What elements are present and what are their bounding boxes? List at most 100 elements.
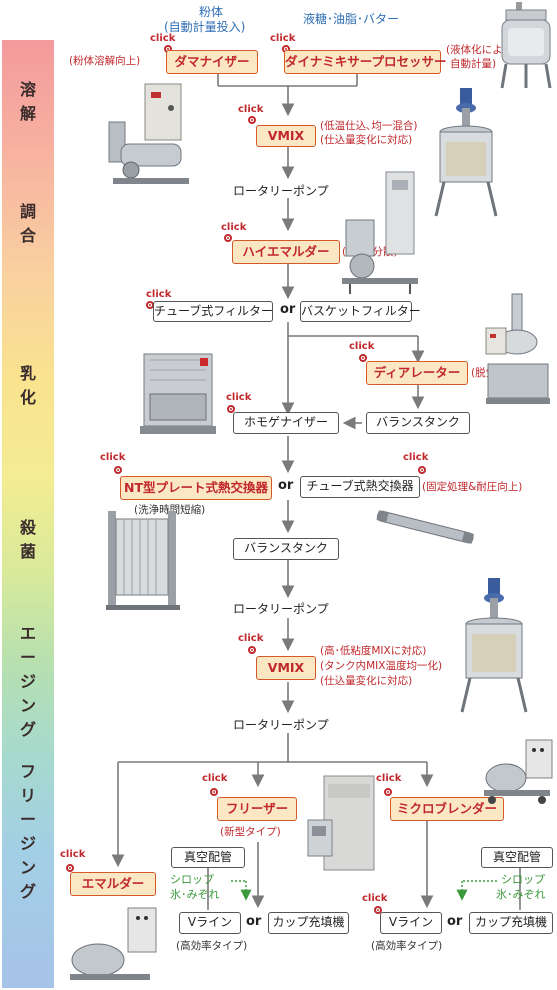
click-label: click [100, 452, 126, 463]
vmix1-button[interactable]: VMIX [256, 125, 316, 147]
stage-label-char: ン [19, 858, 36, 877]
stage-label-char: 菌 [19, 542, 36, 561]
stage-label-freezing: フリージング [2, 760, 54, 904]
stage-label-char: エ [19, 624, 36, 643]
header-powder-sub: (自動計量投入) [164, 20, 246, 34]
stage-label-char: 溶 [19, 80, 36, 99]
micro-blender-button[interactable]: ミクロブレンダー [390, 797, 504, 821]
freezer-note: (新型タイプ) [220, 826, 281, 838]
click-dot [66, 864, 74, 872]
stage-label-emulsify: 乳化 [2, 362, 54, 410]
vacuum-pipe-1[interactable]: 真空配管 [171, 847, 245, 868]
vmix-tank-2-image [460, 578, 528, 713]
click-label: click [202, 773, 228, 784]
tube-filter-box[interactable]: チューブ式フィルター [153, 301, 273, 322]
freezer-image [307, 775, 375, 871]
syrup-note-1b: 氷･みぞれ [170, 888, 220, 901]
stage-label-char: ジ [19, 834, 36, 853]
stage-label-blend: 調合 [2, 200, 54, 248]
click-label: click [349, 341, 375, 352]
damanizer-button[interactable]: ダマナイザー [166, 50, 258, 74]
rotary-pump-1: ロータリーポンプ [233, 184, 329, 198]
click-dot [248, 646, 256, 654]
click-label: click [226, 392, 252, 403]
balance-tank-1[interactable]: バランスタンク [366, 412, 470, 434]
dynamic-mixer-note-1: (液体化による [446, 44, 513, 56]
click-label: click [238, 633, 264, 644]
vline-2-note: (高効率タイプ) [371, 940, 443, 952]
stage-label-sterilize: 殺菌 [2, 516, 54, 564]
dynamic-mixer-button[interactable]: ダイナミキサープロセッサー [284, 50, 447, 74]
stage-label-char: グ [19, 882, 36, 901]
or-text: or [278, 478, 294, 493]
click-label: click [146, 289, 172, 300]
cup-filler-2-box[interactable]: カップ充填機 [469, 912, 553, 934]
vmix2-note-3: (仕込量変化に対応) [320, 675, 413, 687]
or-text: or [447, 914, 463, 929]
vmix1-note-1: (低温仕込､均一混合) [320, 120, 418, 132]
damanizer-machine-image [108, 83, 189, 184]
emulder-button[interactable]: エマルダー [70, 872, 156, 896]
balance-tank-2[interactable]: バランスタンク [233, 538, 339, 560]
homogenizer-box[interactable]: ホモゲナイザー [233, 412, 339, 434]
click-label: click [238, 104, 264, 115]
header-powder: 粉体 [199, 5, 224, 19]
tube-heat-exchanger-image [376, 510, 474, 544]
tube-hex-note: (固定処理&耐圧向上) [422, 481, 523, 493]
high-emulder-button[interactable]: ハイエマルダー [232, 240, 340, 264]
stage-label-char: 合 [19, 226, 36, 245]
vmix1-note-2: (仕込量変化に対応) [320, 134, 413, 146]
click-dot [227, 405, 235, 413]
click-dot [224, 234, 232, 242]
stage-label-char: 化 [19, 388, 36, 407]
click-dot [248, 116, 256, 124]
click-label: click [150, 33, 176, 44]
or-text: or [280, 302, 296, 317]
stage-label-dissolve: 溶解 [2, 78, 54, 126]
deaerator-button[interactable]: ディアレーター [366, 361, 468, 385]
stage-label-char: ン [19, 696, 36, 715]
rotary-pump-3: ロータリーポンプ [233, 718, 329, 732]
syrup-note-2a: シロップ [501, 873, 545, 886]
click-dot [418, 466, 426, 474]
nt-plate-note: (洗浄時間短縮) [134, 504, 206, 516]
tube-heat-exchanger-box[interactable]: チューブ式熱交換器 [300, 476, 420, 498]
click-label: click [60, 849, 86, 860]
click-dot [374, 906, 382, 914]
stage-label-aging: エージング [2, 622, 54, 742]
stage-label-char: ー [19, 810, 36, 829]
vline-2-box[interactable]: Vライン [380, 912, 442, 934]
stage-label-char: グ [19, 720, 36, 739]
micro-blender-image [484, 739, 553, 804]
syrup-note-1a: シロップ [170, 873, 214, 886]
vmix2-note-2: (タンク内MIX温度均一化) [320, 660, 443, 672]
deaerator-image [485, 293, 550, 404]
stage-label-char: 解 [19, 104, 36, 123]
plate-heat-exchanger-image [106, 511, 180, 610]
vline-1-box[interactable]: Vライン [179, 912, 241, 934]
basket-filter-box[interactable]: バスケットフィルター [300, 301, 421, 322]
click-label: click [221, 222, 247, 233]
vline-1-note: (高効率タイプ) [176, 940, 248, 952]
vmix2-button[interactable]: VMIX [256, 656, 316, 680]
stage-bar [2, 40, 54, 988]
nt-plate-heat-exchanger-button[interactable]: NT型プレート式熱交換器 [120, 476, 272, 500]
vacuum-pipe-2[interactable]: 真空配管 [481, 847, 553, 868]
click-label: click [270, 33, 296, 44]
click-dot [210, 788, 218, 796]
click-label: click [376, 773, 402, 784]
cup-filler-1-box[interactable]: カップ充填機 [268, 912, 349, 934]
emulder-image [70, 907, 157, 980]
freezer-button[interactable]: フリーザー [217, 797, 297, 821]
header-liquids: 液糖･油脂･バター [303, 12, 400, 26]
stage-label-char: ジ [19, 672, 36, 691]
dynamic-mixer-tank-image [500, 2, 552, 89]
click-dot [114, 466, 122, 474]
vmix-tank-1-image [434, 88, 498, 217]
or-text: or [246, 914, 262, 929]
click-label: click [362, 893, 388, 904]
stage-label-char: ー [19, 648, 36, 667]
stage-label-char: 殺 [19, 518, 36, 537]
